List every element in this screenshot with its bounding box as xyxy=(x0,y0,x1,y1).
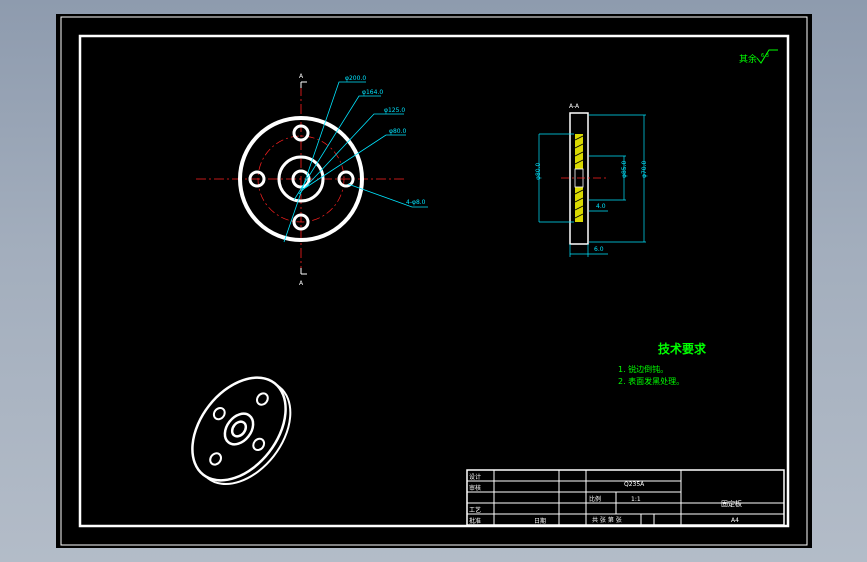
side-dim-thickness: 6.0 xyxy=(594,246,604,253)
dim-d3: φ125.0 xyxy=(384,107,405,114)
tb-scale: 1:1 xyxy=(631,496,641,503)
dim-d4: φ80.0 xyxy=(389,128,407,135)
bolt-hole-left xyxy=(248,170,266,188)
dim-holes: 4-φ8.0 xyxy=(406,199,426,206)
front-view: φ200.0 φ164.0 φ125.0 φ80.0 4-φ8.0 A A xyxy=(196,73,428,287)
bolt-hole-bottom xyxy=(292,213,310,231)
tech-item-1: 1. 锐边倒钝。 xyxy=(618,364,668,374)
tb-role1: 设计 xyxy=(469,473,481,481)
side-dim-lines xyxy=(538,114,646,257)
sheet-inner-border xyxy=(78,34,790,528)
tb-role3: 工艺 xyxy=(469,506,481,514)
roughness-symbol: 其余 6.3 xyxy=(739,49,778,65)
side-dim-step: 4.0 xyxy=(596,203,606,210)
tech-item-2: 2. 表面发黑处理。 xyxy=(618,376,684,386)
section-arrows xyxy=(300,81,307,275)
tb-role4: 批准 xyxy=(469,517,481,525)
tech-requirements: 技术要求 1. 锐边倒钝。 2. 表面发黑处理。 xyxy=(618,341,707,386)
title-block xyxy=(466,469,785,526)
tb-material: Q235A xyxy=(624,481,645,488)
hub-circle xyxy=(277,155,325,203)
front-leaders xyxy=(283,81,428,243)
sheet-outer-border xyxy=(60,16,808,546)
bore-circle xyxy=(291,169,311,189)
dim-d1: φ200.0 xyxy=(345,75,366,82)
tb-role2: 审核 xyxy=(469,484,481,492)
drawing-canvas[interactable]: 其余 6.3 φ200.0 φ164.0 φ125.0 φ80.0 4-φ8.0 xyxy=(56,14,812,548)
roughness-value: 6.3 xyxy=(761,53,769,59)
roughness-label: 其余 xyxy=(739,53,757,65)
title-block-text: 设计 审核 工艺 批准 日期 Q235A 比例 1:1 固定板 A4 共 张 第… xyxy=(469,473,742,525)
tech-title: 技术要求 xyxy=(658,341,707,356)
cad-drawing: 其余 6.3 φ200.0 φ164.0 φ125.0 φ80.0 4-φ8.0 xyxy=(60,16,808,546)
bolt-circle xyxy=(257,135,345,223)
section-mark-bottom: A xyxy=(299,280,304,287)
tb-part-name: 固定板 xyxy=(721,499,742,508)
hatch-lines xyxy=(574,135,584,219)
side-view: A-A φ80.0 φ85.0 φ70.0 4. xyxy=(535,103,648,257)
bolt-hole-right xyxy=(337,170,355,188)
section-view-title: A-A xyxy=(569,103,580,110)
section-mark-top: A xyxy=(299,73,304,80)
side-dim-outer: φ70.0 xyxy=(641,161,648,179)
tb-scale-label: 比例 xyxy=(589,495,601,503)
bolt-hole-top xyxy=(292,124,310,142)
dim-d2: φ164.0 xyxy=(362,89,383,96)
side-dim-mid: φ85.0 xyxy=(621,161,628,179)
outer-circle xyxy=(238,116,364,242)
tb-sheet-text: 共 张 第 张 xyxy=(592,516,622,524)
tb-sheet-size: A4 xyxy=(731,517,739,524)
tb-date-label: 日期 xyxy=(534,517,546,525)
isometric-view xyxy=(191,376,292,486)
side-dim-left: φ80.0 xyxy=(535,163,542,181)
